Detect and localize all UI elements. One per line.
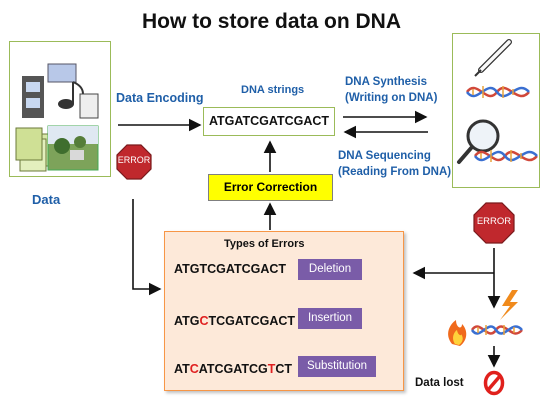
damaged-dna-illustration bbox=[448, 290, 523, 346]
error-correction-box: Error Correction bbox=[208, 174, 333, 201]
stop-sign-icon bbox=[116, 144, 152, 180]
dna-synthesis-line-2: (Writing on DNA) bbox=[345, 92, 438, 104]
magnifier-icon bbox=[457, 119, 500, 164]
dna-synthesis-label: DNA Synthesis (Writing on DNA) bbox=[345, 74, 437, 106]
dna-sequencing-line-1: DNA Sequencing bbox=[338, 150, 431, 162]
dna-helix-icon-damaged bbox=[470, 325, 523, 335]
error-sign-label: ERROR bbox=[117, 155, 151, 165]
music-note-icon bbox=[47, 63, 99, 119]
sequence-mutation: C bbox=[189, 362, 199, 376]
error-type-tag-insertion: Insertion bbox=[298, 308, 362, 329]
dna-io-illustration bbox=[457, 39, 538, 164]
dna-synthesis-line-1: DNA Synthesis bbox=[345, 76, 428, 88]
sequence-part: ATGTCGATCGACT bbox=[174, 262, 287, 276]
sequence-part: CT bbox=[275, 362, 293, 376]
arrow-to-errors-left bbox=[132, 199, 162, 296]
files-icon bbox=[15, 127, 51, 172]
data-label: Data bbox=[32, 192, 61, 207]
landscape-photo-icon bbox=[47, 125, 99, 171]
fire-icon bbox=[448, 320, 467, 346]
error-sequence-insertion: ATGCTCGATCGACT bbox=[174, 314, 295, 328]
data-illustration bbox=[15, 63, 99, 172]
dna-sequencing-line-2: (Reading From DNA) bbox=[338, 166, 452, 178]
dna-string-box: ATGATCGATCGACT bbox=[203, 107, 335, 136]
no-symbol-icon bbox=[483, 370, 505, 396]
error-sign-label-right: ERROR bbox=[476, 216, 512, 227]
dna-io-box bbox=[452, 33, 540, 188]
error-type-tag-deletion: Deletion bbox=[298, 259, 362, 280]
data-lost-label: Data lost bbox=[415, 377, 464, 389]
dna-sequencing-label: DNA Sequencing (Reading From DNA) bbox=[338, 148, 451, 180]
pencil-icon bbox=[474, 39, 512, 77]
error-sequence-substitution: ATCATCGATCGTCT bbox=[174, 362, 292, 376]
sequence-part: AT bbox=[174, 362, 190, 376]
error-type-tag-substitution: Substitution bbox=[298, 356, 376, 377]
dna-helix-icon bbox=[465, 86, 530, 98]
sequence-mutation: C bbox=[199, 314, 209, 328]
lightning-icon bbox=[500, 290, 518, 320]
error-sequence-deletion: ATGTCGATCGACT bbox=[174, 262, 286, 276]
data-encoding-label: Data Encoding bbox=[116, 91, 204, 105]
sequence-part: ATG bbox=[174, 314, 200, 328]
film-strip-icon bbox=[22, 76, 44, 118]
page-title: How to store data on DNA bbox=[141, 10, 401, 33]
sequence-part: TCGATCGACT bbox=[208, 314, 296, 328]
types-of-errors-heading: Types of Errors bbox=[224, 238, 305, 250]
dna-strings-label: DNA strings bbox=[241, 84, 305, 96]
sequence-mutation: T bbox=[267, 362, 276, 376]
data-box bbox=[9, 41, 111, 177]
sequence-part: ATCGATCG bbox=[198, 362, 268, 376]
stop-sign-icon-right bbox=[473, 202, 515, 244]
dna-helix-icon-2 bbox=[473, 150, 538, 162]
